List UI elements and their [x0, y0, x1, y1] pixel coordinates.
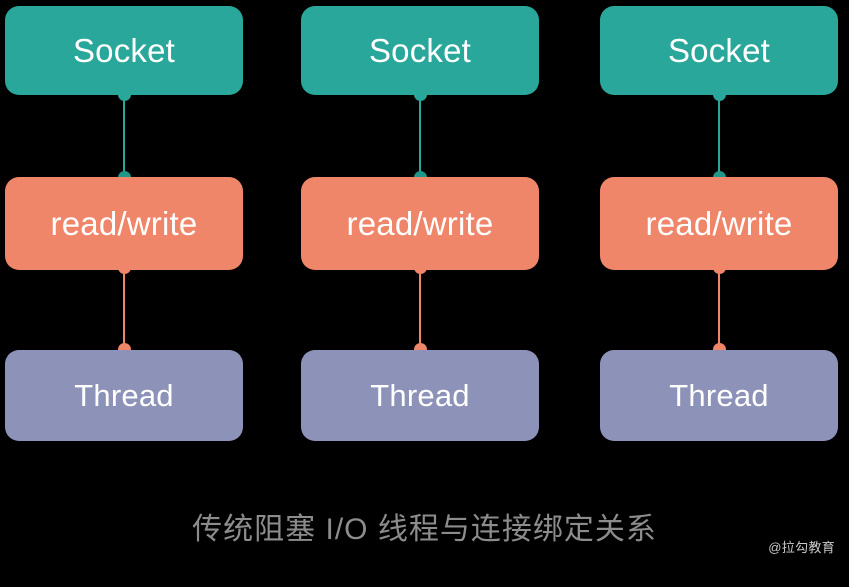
connector-dot-top	[117, 88, 131, 101]
connection-column: Socket read/write Thread	[301, 0, 539, 470]
read-write-node-label: read/write	[50, 205, 198, 242]
read-write-node-label: read/write	[346, 205, 494, 242]
thread-node: Thread	[600, 350, 838, 441]
thread-node-label: Thread	[669, 378, 769, 413]
connector-dot-top	[413, 88, 427, 101]
connector-line	[419, 262, 421, 356]
read-write-node: read/write	[5, 177, 243, 270]
socket-node: Socket	[600, 6, 838, 95]
watermark: @拉勾教育	[768, 540, 835, 555]
diagram-caption: 传统阻塞 I/O 线程与连接绑定关系	[192, 513, 657, 546]
socket-node-label: Socket	[368, 32, 472, 69]
connector-dot-top	[413, 261, 427, 274]
socket-node: Socket	[5, 6, 243, 95]
connection-column: Socket read/write Thread	[5, 0, 243, 470]
read-write-node: read/write	[301, 177, 539, 270]
thread-node: Thread	[301, 350, 539, 441]
connector-line	[718, 89, 720, 183]
connector-line	[419, 89, 421, 183]
thread-node-label: Thread	[74, 378, 174, 413]
read-write-node: read/write	[600, 177, 838, 270]
connector-line	[718, 262, 720, 356]
connector-line	[123, 262, 125, 356]
socket-node-label: Socket	[72, 32, 176, 69]
thread-node: Thread	[5, 350, 243, 441]
connector-dot-top	[712, 261, 726, 274]
thread-node-label: Thread	[370, 378, 470, 413]
connector-dot-top	[712, 88, 726, 101]
read-write-node-label: read/write	[645, 205, 793, 242]
connector-line	[123, 89, 125, 183]
socket-node: Socket	[301, 6, 539, 95]
socket-node-label: Socket	[667, 32, 771, 69]
connection-column: Socket read/write Thread	[600, 0, 838, 470]
connector-dot-top	[117, 261, 131, 274]
